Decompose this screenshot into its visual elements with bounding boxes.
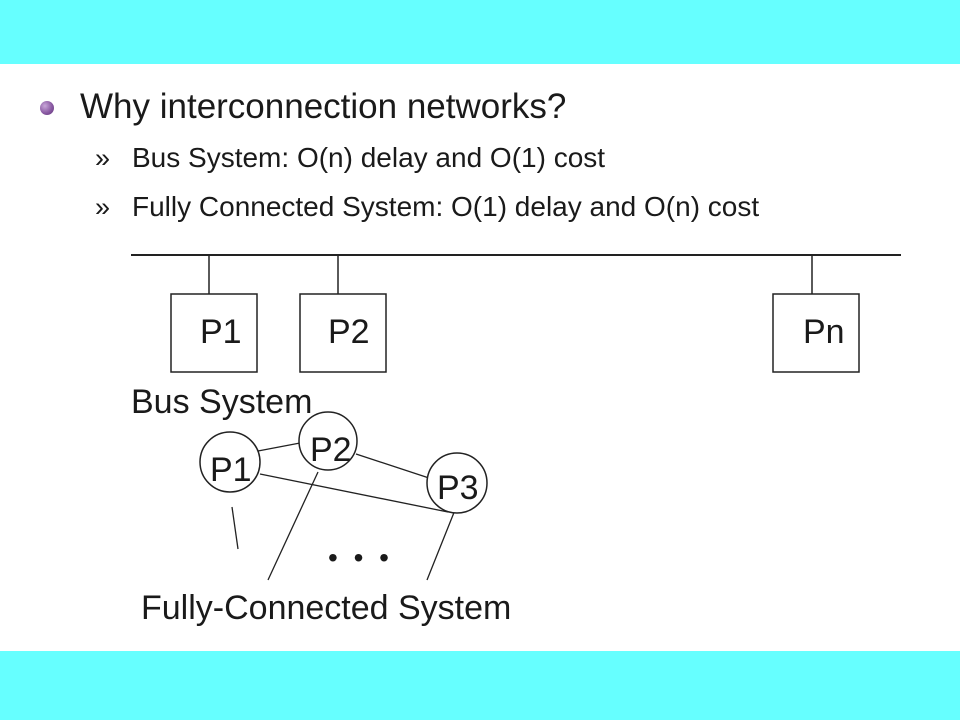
top-color-band — [0, 0, 960, 64]
node-label: P1 — [210, 451, 252, 489]
main-bullet-text: Why interconnection networks? — [80, 87, 567, 126]
node-label: P3 — [437, 469, 479, 507]
node-circle-p1 — [199, 431, 261, 493]
sub-bullet-marker: » — [95, 143, 111, 173]
bullet-dot-icon — [40, 101, 54, 115]
bus-processor-label: Pn — [803, 313, 845, 351]
node-label: P2 — [310, 431, 352, 469]
bus-processor-label: P2 — [328, 313, 370, 351]
fully-connected-caption: Fully-Connected System — [141, 589, 512, 627]
edge-p2-p3 — [355, 453, 430, 479]
leader-p3 — [426, 509, 456, 581]
bus-processor-label: P1 — [200, 313, 242, 351]
sub-bullet-bus-system: Bus System: O(n) delay and O(1) cost — [132, 142, 606, 173]
edge-p1-p2 — [257, 442, 301, 452]
bus-processor-box-p1 — [170, 293, 258, 373]
bus-processor-box-pn — [772, 293, 860, 373]
sub-bullet-marker: » — [95, 192, 111, 222]
node-circle-p2 — [298, 411, 358, 471]
bus-processor-box-p2 — [299, 293, 387, 373]
bus-system-caption: Bus System — [131, 383, 313, 421]
ellipsis: • • • — [328, 542, 393, 573]
node-circle-p3 — [426, 452, 488, 514]
leader-p2 — [267, 471, 319, 581]
bottom-color-band — [0, 651, 960, 720]
sub-bullet-fully-connected: Fully Connected System: O(1) delay and O… — [132, 191, 760, 222]
edge-p1-p3 — [259, 473, 449, 513]
leader-p1 — [231, 506, 239, 550]
